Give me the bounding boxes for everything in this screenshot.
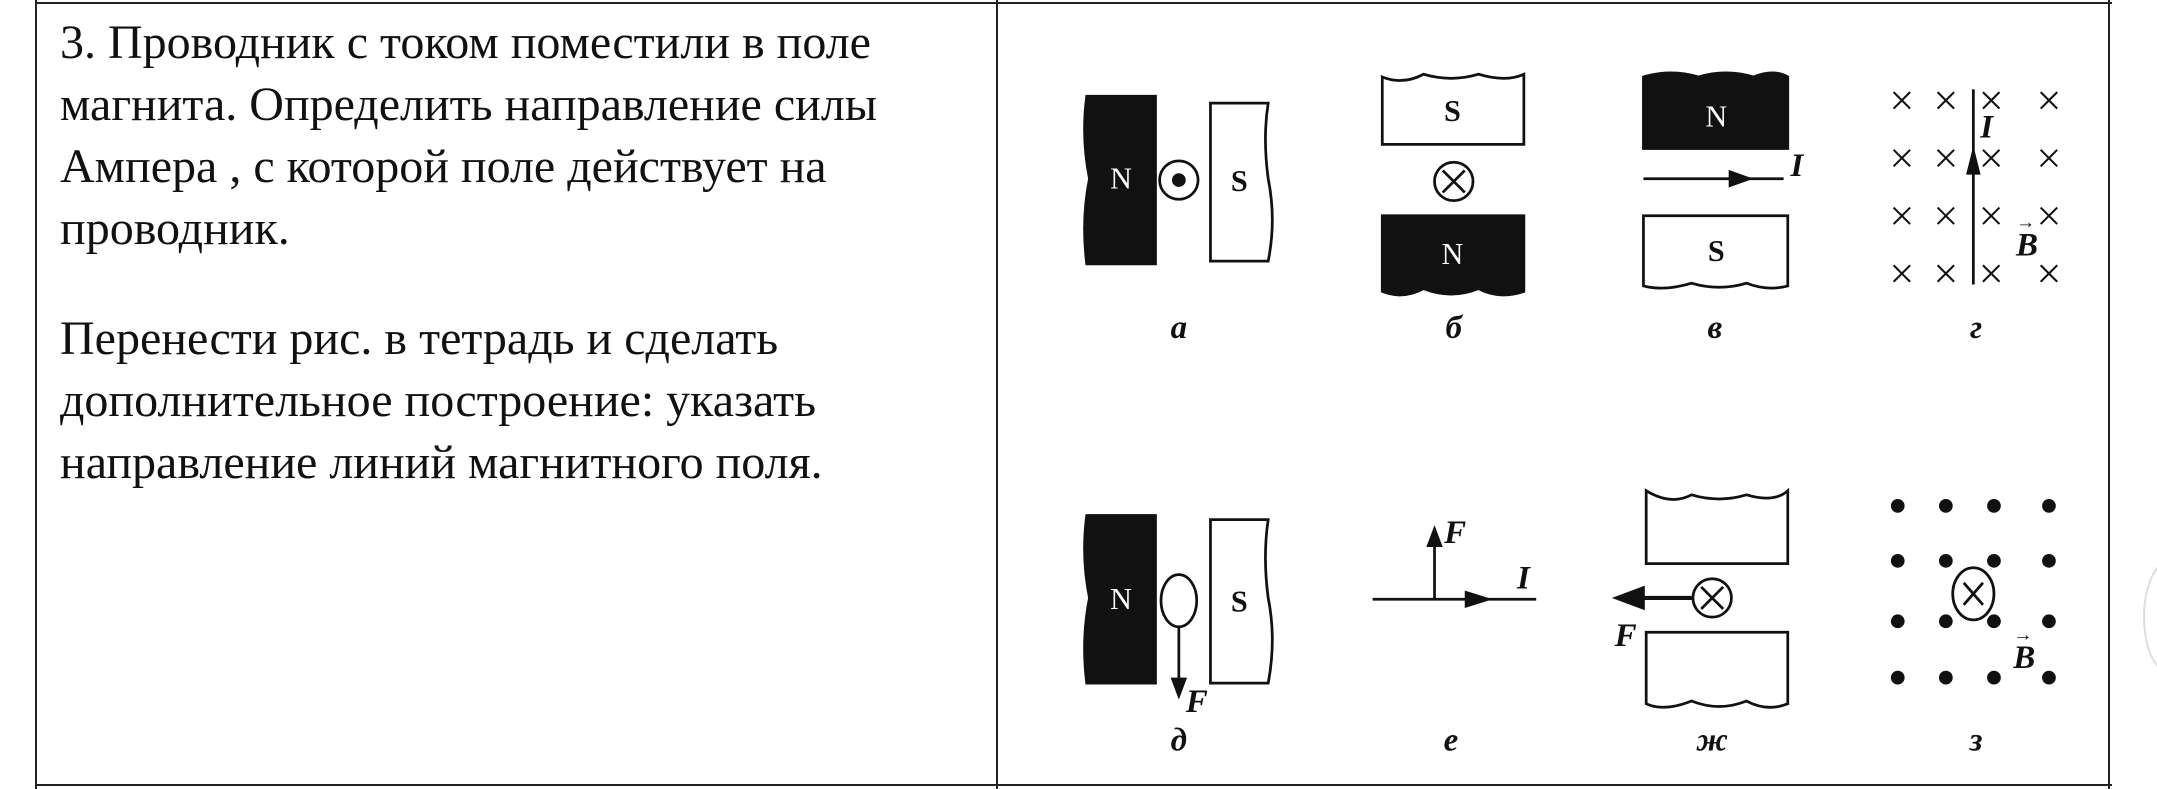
- table-bottom-border: [35, 784, 2112, 786]
- pole-s: S: [1231, 585, 1248, 619]
- conductor-out-a: [1158, 159, 1200, 201]
- pole-n: N: [1441, 237, 1463, 271]
- table-right-border: [2108, 0, 2110, 789]
- figure-label-d: д: [1171, 723, 1187, 759]
- field-into-page-g: [1892, 91, 2058, 283]
- pole-s: S: [1444, 94, 1461, 128]
- table-left-border: [35, 0, 37, 789]
- force-label: F: [1614, 618, 1637, 654]
- figure-label-e: е: [1444, 723, 1459, 759]
- current-label: I: [1516, 560, 1531, 596]
- conductor-in-b: [1433, 160, 1475, 203]
- field-label: B: [2015, 228, 2038, 264]
- pole-n: N: [1110, 161, 1132, 195]
- force-label: F: [1185, 684, 1208, 720]
- current-label: I: [1790, 148, 1805, 184]
- figure-label-z: з: [1969, 723, 1983, 759]
- current-label: I: [1979, 109, 1994, 145]
- magnet-bottom-zh: [1644, 630, 1790, 709]
- column-divider: [996, 0, 998, 789]
- figure-label-g: г: [1970, 310, 1982, 346]
- pole-s: S: [1231, 164, 1248, 198]
- magnet-s-a: [1209, 101, 1274, 263]
- magnet-n-a: [1083, 94, 1157, 266]
- figure-label-v: в: [1708, 310, 1723, 346]
- magnet-n-d: [1083, 514, 1157, 685]
- figure-label-a: а: [1171, 310, 1187, 346]
- vector-arrow: →: [2016, 212, 2035, 233]
- magnet-s-d: [1209, 518, 1274, 685]
- magnet-s-v: [1642, 214, 1790, 290]
- magnet-n-b: [1380, 214, 1526, 297]
- pole-s: S: [1708, 234, 1725, 268]
- field-label: B: [2012, 640, 2035, 676]
- conductor-d: [1159, 573, 1199, 629]
- table-top-border: [35, 2, 2112, 4]
- pole-n: N: [1705, 99, 1727, 133]
- magnet-top-zh: [1644, 487, 1790, 565]
- field-out-of-page-z: [1890, 498, 2056, 685]
- figure-label-b: б: [1446, 310, 1464, 346]
- task-instruction: Перенести рис. в тетрадь и сделать допол…: [60, 312, 823, 489]
- force-label: F: [1443, 515, 1466, 551]
- task-text: 3. Проводник с током поместили в поле ма…: [60, 16, 878, 255]
- figure-label-zh: ж: [1695, 723, 1727, 759]
- magnet-s-b: [1380, 72, 1526, 146]
- pole-n: N: [1110, 582, 1132, 616]
- magnet-n-v: [1642, 71, 1790, 150]
- vector-arrow: →: [2013, 625, 2032, 646]
